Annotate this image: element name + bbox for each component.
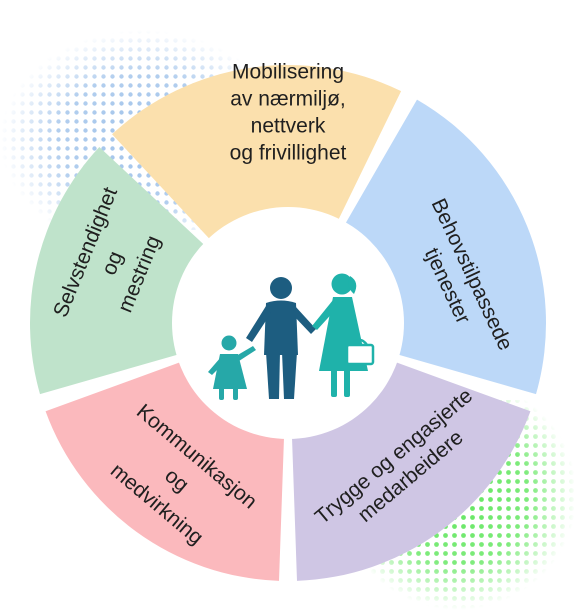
- segment-label-line: og frivillighet: [230, 142, 347, 165]
- segment-behovstilpassede: [344, 99, 546, 395]
- father-figure: [246, 277, 316, 399]
- segment-mobilisering: [112, 65, 402, 242]
- child-figure: [208, 335, 256, 400]
- segment-label-line: av nærmiljø,: [230, 88, 346, 111]
- family-icon: [208, 273, 375, 400]
- segment-label-mobilisering: Mobilisering av nærmiljø, nettverk og frivi…: [230, 61, 347, 165]
- segment-selvstendighet: [29, 147, 207, 395]
- segment-label-line: Mobilisering: [232, 61, 344, 84]
- handbag-icon: [345, 338, 375, 366]
- segment-label-line: nettverk: [251, 115, 326, 138]
